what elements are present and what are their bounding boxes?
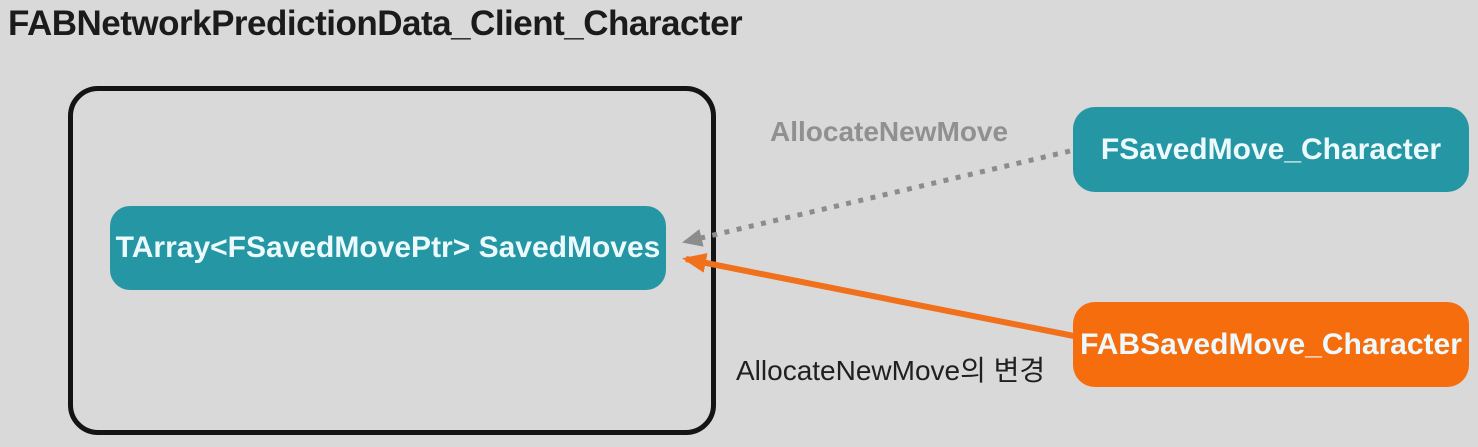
node-fsavedmove-character: FSavedMove_Character	[1073, 107, 1469, 192]
edge-label-allocatenewmove-change: AllocateNewMove의 변경	[736, 355, 1046, 386]
node-savedmoves-array: TArray<FSavedMovePtr> SavedMoves	[110, 206, 666, 290]
node-fabsavedmove-character: FABSavedMove_Character	[1073, 302, 1469, 387]
diagram-title: FABNetworkPredictionData_Client_Characte…	[8, 4, 743, 43]
allocatenewmove-change-arrow	[682, 253, 1075, 339]
edge-label-allocatenewmove: AllocateNewMove	[770, 116, 1009, 147]
allocatenewmove-dotted-arrow	[682, 148, 1071, 247]
